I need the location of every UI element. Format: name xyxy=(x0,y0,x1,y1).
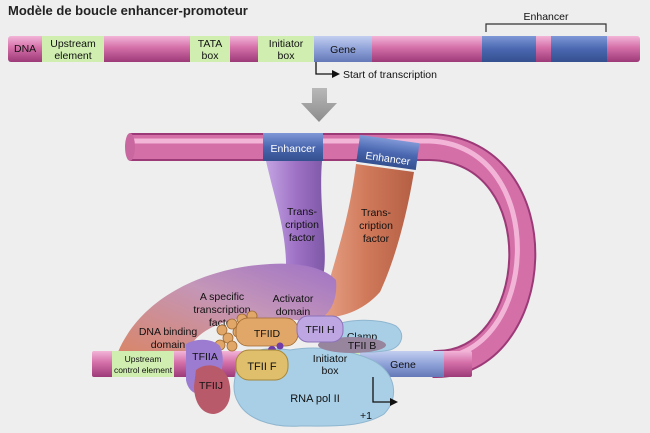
bottom-initiator-label-1: Initiator xyxy=(313,353,348,365)
initiator-box-label-1: Initiator xyxy=(269,38,304,50)
transcription-factor-right-shape xyxy=(320,164,414,318)
specific-factor-label-1: A specific xyxy=(200,291,244,303)
loop-enhancer-left-label: Enhancer xyxy=(271,143,316,155)
top-gene-region xyxy=(314,36,372,62)
top-enhancer-region-1 xyxy=(482,36,536,62)
tfiif-shape xyxy=(235,349,289,381)
purple-dot-2 xyxy=(276,342,284,350)
loop-enhancer-left xyxy=(263,133,323,161)
diagram-title: Modèle de boucle enhancer-promoteur xyxy=(8,3,248,18)
plus-one-arrow: +1 xyxy=(360,377,398,422)
top-upstream-element-box xyxy=(42,36,104,62)
plus-one-arrow-head xyxy=(390,398,398,406)
tfiij-label: TFIIJ xyxy=(199,380,223,392)
loop-dna-body xyxy=(130,135,535,377)
tfiih-label: TFII H xyxy=(305,324,334,336)
loop-enhancer-right xyxy=(356,134,420,171)
top-dna-strand: DNA Upstream element TATA box Initiator … xyxy=(8,11,640,81)
top-initiator-box xyxy=(258,36,314,62)
tf-right-label-1: Trans- xyxy=(361,207,391,219)
specific-transcription-factor-shape xyxy=(118,263,337,352)
down-arrow-icon xyxy=(301,88,337,122)
start-arrow-line xyxy=(315,62,334,75)
upstream-control-label-2: control element xyxy=(114,365,173,375)
activator-domain-label-2: domain xyxy=(276,306,311,318)
tfiif-label: TFII F xyxy=(247,361,277,373)
tata-box-label-1: TATA xyxy=(198,38,223,50)
activator-domain-label-1: Activator xyxy=(273,293,314,305)
gene-label: Gene xyxy=(330,44,356,56)
initiator-box-label-2: box xyxy=(278,50,296,62)
tfiid-label: TFIID xyxy=(254,328,281,340)
plus-one-label: +1 xyxy=(360,410,372,422)
looped-dna: Enhancer Enhancer xyxy=(125,133,537,379)
loop-dna-highlight xyxy=(130,138,520,361)
upstream-element-label-1: Upstream xyxy=(50,38,96,50)
bottom-strand-labels: Initiator box Gene xyxy=(313,353,416,377)
rna-pol-ii-label: RNA pol II xyxy=(290,393,340,405)
tf-left-label-1: Trans- xyxy=(287,206,317,218)
upstream-control-label-1: Upstream xyxy=(125,354,162,364)
transcription-factors: Trans- cription factor Trans- cription f… xyxy=(118,161,414,352)
loop-dna-end xyxy=(125,133,135,161)
tata-box-label-2: box xyxy=(202,50,220,62)
transition-arrow xyxy=(301,88,337,122)
upstream-element-label-2: element xyxy=(54,50,91,62)
top-enhancer-region-2 xyxy=(551,36,607,62)
dna-binding-domain-label-1: DNA binding xyxy=(139,326,198,338)
tf-right-label-3: factor xyxy=(363,233,390,245)
tfiib-label: TFII B xyxy=(348,340,377,352)
specific-factor-label-2: transcription xyxy=(193,304,250,316)
dna-label: DNA xyxy=(14,43,36,55)
enhancer-bracket xyxy=(485,23,607,32)
top-tata-box xyxy=(190,36,230,62)
enhancer-bracket-label: Enhancer xyxy=(524,11,569,23)
transcription-machinery: RNA pol II Clamp TFII B TFIID TFII H TFI… xyxy=(186,310,403,427)
bottom-initiator-label-2: box xyxy=(322,365,340,377)
dna-binding-domain-label-2: domain xyxy=(151,339,186,351)
upstream-control-element-box xyxy=(112,351,174,377)
transcription-factor-left-shape xyxy=(266,161,325,285)
start-arrow-head xyxy=(332,70,340,78)
tf-left-label-3: factor xyxy=(289,232,316,244)
start-of-transcription-label: Start of transcription xyxy=(343,69,437,81)
plus-one-arrow-line xyxy=(372,377,392,403)
bottom-gene-label: Gene xyxy=(390,359,416,371)
tfiia-label: TFIIA xyxy=(192,351,218,363)
tfiij-shape xyxy=(194,365,231,414)
tfiih-shape xyxy=(296,315,344,343)
tf-left-label-2: cription xyxy=(285,219,319,231)
tf-right-label-2: cription xyxy=(359,220,393,232)
